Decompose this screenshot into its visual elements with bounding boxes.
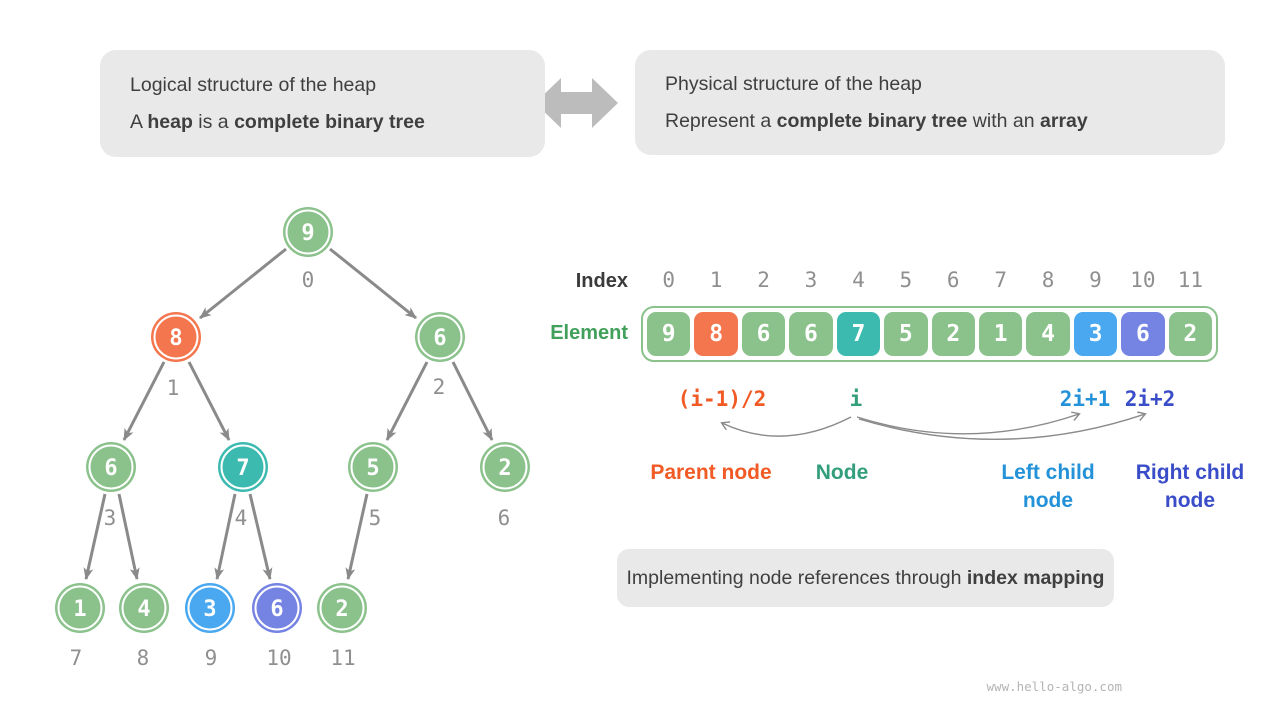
- array-index: 8: [1041, 268, 1055, 292]
- tree-node-index: 7: [70, 646, 83, 670]
- array-index: 6: [946, 268, 960, 292]
- node-index-formula: i: [849, 387, 863, 411]
- array-index: 0: [662, 268, 676, 292]
- tree-node-index: 6: [498, 506, 511, 530]
- array-cell: 6: [741, 312, 786, 356]
- right-child-mapping-arrow: [858, 414, 1145, 440]
- array-cell: 6: [789, 312, 833, 356]
- array-cell: 3: [1073, 312, 1118, 356]
- tree-edge: [83, 493, 107, 580]
- tree-edge: [117, 493, 140, 580]
- tree-node: 6: [86, 442, 136, 492]
- tree-edge: [187, 361, 231, 441]
- array-index: 10: [1130, 268, 1156, 292]
- tree-node-value: 8: [169, 326, 182, 351]
- tree-node-value: 6: [104, 456, 117, 481]
- array-index: 1: [709, 268, 723, 292]
- tree-node-index: 0: [302, 268, 315, 292]
- double-arrow-icon: [535, 78, 618, 128]
- array-cell: 2: [931, 312, 975, 356]
- left-child-mapping-arrow: [856, 414, 1079, 435]
- array-cell: 8: [694, 312, 738, 356]
- tree-node: 3: [185, 583, 235, 633]
- tree-node-value: 2: [335, 597, 348, 622]
- tree-node: 6: [415, 312, 465, 362]
- tree-edge: [214, 493, 237, 580]
- element-row-header: Element: [550, 322, 628, 344]
- right-child-index-formula: 2i+2: [1124, 387, 1176, 411]
- tree-node: 4: [119, 583, 169, 633]
- tree-node: 8: [151, 312, 201, 362]
- tree-node-value: 5: [366, 456, 379, 481]
- heap-array: 9 8 6 6 7 5 2 1 4 3 6 2: [641, 306, 1218, 362]
- tree-node: 9: [283, 207, 333, 257]
- tree-node-index: 5: [369, 506, 382, 530]
- physical-structure-box: Physical structure of the heap Represent…: [635, 50, 1225, 155]
- physical-structure-line1: Physical structure of the heap: [665, 72, 922, 95]
- array-index-row: 0 1 2 3 4 5 6 7 8 9 10 11: [647, 268, 1212, 292]
- tree-node-index: 9: [205, 646, 218, 670]
- physical-structure-line2: Represent a complete binary tree with an…: [665, 109, 1088, 132]
- array-cell: 4: [1026, 312, 1070, 356]
- array-index: 9: [1089, 268, 1102, 292]
- tree-node-index: 4: [235, 506, 248, 530]
- tree-node-index: 1: [167, 376, 180, 400]
- tree-node-value: 1: [73, 597, 86, 622]
- tree-node-value: 6: [270, 597, 283, 622]
- array-cell: 1: [978, 312, 1023, 356]
- tree-node-value: 2: [498, 456, 511, 481]
- tree-node-value: 3: [203, 597, 216, 622]
- node-label: Node: [815, 461, 869, 484]
- array-cell: 6: [1121, 312, 1165, 356]
- tree-edge: [451, 361, 494, 441]
- array-index: 2: [757, 268, 770, 292]
- logical-structure-line2: A heap is a complete binary tree: [130, 110, 425, 133]
- tree-node: 1: [55, 583, 105, 633]
- parent-index-formula: (i-1)/2: [677, 387, 767, 411]
- left-child-index-formula: 2i+1: [1059, 387, 1111, 411]
- array-index: 7: [994, 268, 1007, 292]
- tree-node-value: 6: [433, 326, 446, 351]
- tree-edge: [248, 493, 273, 580]
- array-index: 3: [804, 268, 818, 292]
- array-index: 11: [1177, 268, 1203, 292]
- tree-node-index: 3: [104, 506, 117, 530]
- tree-edge: [385, 361, 429, 441]
- tree-node: 2: [480, 442, 530, 492]
- array-index: 4: [852, 268, 865, 292]
- tree-edge: [122, 361, 166, 441]
- tree-node-value: 9: [301, 221, 314, 246]
- tree-node: 7: [218, 442, 268, 492]
- logical-structure-box: Logical structure of the heap A heap is …: [100, 50, 545, 157]
- right-child-node-label: Right child node: [1135, 461, 1245, 512]
- index-mapping-arrows: [722, 414, 1145, 440]
- tree-node-index: 2: [433, 375, 446, 399]
- logical-structure-line1: Logical structure of the heap: [130, 73, 377, 96]
- watermark: www.hello-algo.com: [986, 679, 1122, 694]
- tree-node-index: 8: [137, 646, 150, 670]
- left-child-node-label: Left child node: [1001, 461, 1095, 512]
- array-cell: 5: [884, 312, 928, 356]
- tree-edge: [345, 493, 369, 580]
- tree-node: 2: [317, 583, 367, 633]
- tree-node-index: 10: [266, 646, 291, 670]
- parent-mapping-arrow: [722, 416, 852, 437]
- array-cell: 2: [1168, 312, 1213, 356]
- parent-node-label: Parent node: [650, 461, 772, 484]
- tree-node-value: 7: [236, 456, 249, 481]
- tree-edges: [83, 247, 494, 580]
- tree-node: 5: [348, 442, 398, 492]
- array-cell: 7: [836, 312, 881, 356]
- index-mapping-caption: Implementing node references through ind…: [617, 549, 1114, 607]
- array-cell: 9: [647, 312, 691, 356]
- index-row-header: Index: [575, 270, 628, 292]
- tree-edge: [199, 247, 287, 320]
- tree-edge: [329, 247, 417, 320]
- tree-node: 6: [252, 583, 302, 633]
- tree-node-index: 11: [330, 646, 355, 670]
- array-index: 5: [899, 268, 913, 292]
- tree-node-value: 4: [137, 597, 150, 622]
